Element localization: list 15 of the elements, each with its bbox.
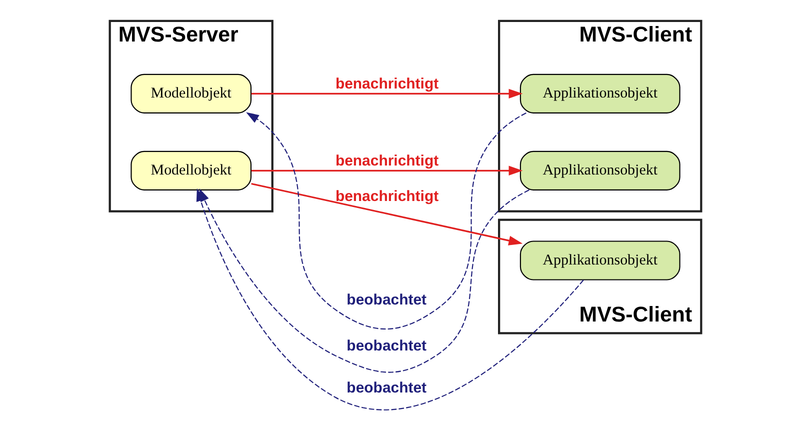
edge-label: benachrichtigt [334, 188, 438, 205]
edge-label: beobachtet [346, 292, 426, 309]
edge-label: beobachtet [346, 338, 426, 355]
arrow [246, 112, 526, 330]
node-box: Modellobjekt [130, 74, 252, 114]
node-box: Applikationsobjekt [519, 150, 680, 190]
node-box: Modellobjekt [130, 150, 252, 190]
node-box: Applikationsobjekt [519, 74, 680, 114]
edge-label: benachrichtigt [334, 76, 438, 93]
edge-label: benachrichtigt [334, 152, 438, 170]
arrow [250, 182, 522, 246]
arrow [250, 88, 522, 99]
arrow [250, 166, 522, 176]
edge-label: beobachtet [346, 379, 426, 396]
node-box: Applikationsobjekt [519, 240, 680, 280]
